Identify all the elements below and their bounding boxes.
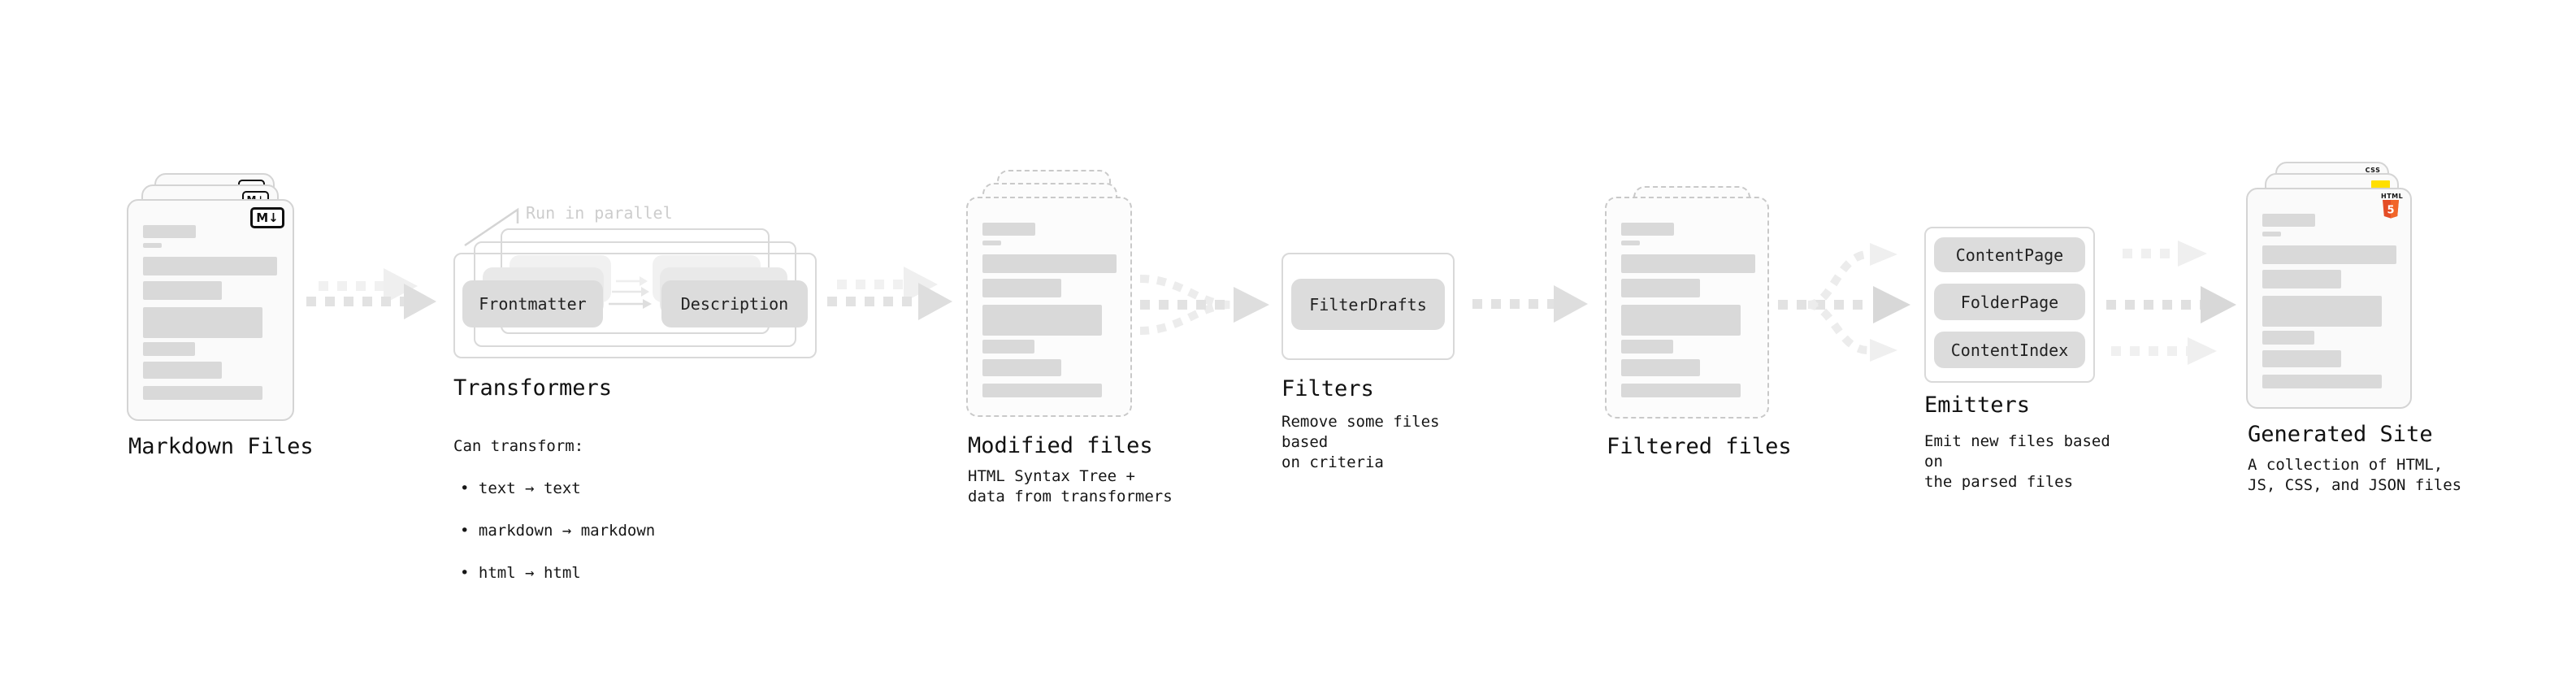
text-line-placeholder	[143, 257, 277, 275]
desc-bullet: • html → html	[460, 564, 581, 582]
modified-file-card-front	[966, 197, 1132, 417]
desc-bullet: • markdown → markdown	[460, 522, 656, 540]
text-line-placeholder	[982, 359, 1061, 376]
text-placeholder-lines	[2248, 214, 2410, 388]
emitters-description: Emit new files based on the parsed files	[1924, 432, 2110, 491]
generated-file-card-front: HTML 5	[2246, 188, 2412, 409]
text-placeholder-lines	[968, 223, 1130, 397]
folderpage-pill: FolderPage	[1934, 284, 2085, 320]
filters-heading: Filters	[1281, 376, 1374, 401]
text-line-placeholder	[2262, 270, 2341, 288]
text-line-placeholder	[2262, 245, 2396, 264]
transformers-heading: Transformers	[453, 375, 613, 401]
text-line-placeholder	[1621, 384, 1741, 397]
text-placeholder-lines	[128, 225, 293, 400]
text-line-placeholder	[143, 225, 196, 238]
text-line-placeholder	[1621, 359, 1700, 376]
contentpage-pill: ContentPage	[1934, 237, 2085, 272]
annotation-leader-line	[464, 207, 519, 247]
desc-bullet: • text → text	[460, 479, 581, 497]
html5-logo-icon: HTML 5	[2381, 193, 2403, 223]
text-line-placeholder	[1621, 340, 1673, 354]
emitters-section: ContentPage FolderPage ContentIndex Emit…	[1924, 227, 2136, 491]
description-pill: Description	[661, 280, 808, 327]
text-line-placeholder	[2262, 296, 2382, 327]
desc-line: Can transform:	[453, 437, 584, 455]
text-placeholder-lines	[1607, 223, 1767, 397]
text-line-placeholder	[143, 386, 262, 400]
transformers-section: Run in parallel Frontmatter Description …	[453, 202, 835, 582]
converging-flow-arrow	[1139, 275, 1269, 335]
filtered-file-card-front	[1605, 197, 1769, 419]
text-line-placeholder	[143, 243, 162, 248]
emitters-heading: Emitters	[1924, 393, 2031, 418]
transformer-box-front	[453, 253, 817, 358]
text-line-placeholder	[1621, 279, 1700, 297]
flow-arrow	[306, 284, 436, 319]
flow-arrow	[2106, 286, 2236, 323]
text-line-placeholder	[143, 362, 222, 379]
filters-box	[1281, 253, 1455, 360]
modified-files-description: HTML Syntax Tree + data from transformer…	[968, 467, 1173, 505]
filters-section: FilterDrafts Filters Remove some files b…	[1281, 253, 1493, 471]
text-line-placeholder	[982, 223, 1035, 236]
transformers-description: Can transform: • text → text • markdown …	[453, 414, 655, 605]
modified-files-heading: Modified files	[968, 433, 1153, 458]
text-line-placeholder	[2262, 375, 2382, 388]
text-line-placeholder	[982, 340, 1034, 354]
text-line-placeholder	[1621, 254, 1755, 273]
text-line-placeholder	[1621, 223, 1674, 236]
generated-site-heading: Generated Site	[2248, 422, 2433, 447]
svg-text:5: 5	[2387, 205, 2394, 217]
text-line-placeholder	[982, 305, 1102, 336]
flow-arrow-light	[2123, 241, 2207, 267]
frontmatter-pill: Frontmatter	[462, 280, 603, 327]
filterdrafts-pill: FilterDrafts	[1291, 279, 1445, 330]
generated-site-description: A collection of HTML, JS, CSS, and JSON …	[2248, 456, 2462, 494]
text-line-placeholder	[2262, 350, 2341, 367]
flow-arrow-light	[2111, 337, 2217, 365]
contentindex-pill: ContentIndex	[1934, 332, 2085, 368]
markdown-file-card-front: M↓	[127, 199, 294, 421]
run-in-parallel-label: Run in parallel	[526, 203, 673, 223]
javascript-logo-icon	[2371, 180, 2390, 189]
markdown-icon: M↓	[250, 207, 284, 228]
text-line-placeholder	[982, 384, 1102, 397]
text-line-placeholder	[2262, 214, 2315, 227]
filters-description: Remove some files based on criteria	[1281, 413, 1440, 471]
text-line-placeholder	[2262, 331, 2314, 345]
text-line-placeholder	[2262, 232, 2281, 236]
text-line-placeholder	[143, 281, 222, 300]
filtered-files-heading: Filtered files	[1607, 434, 1792, 459]
text-line-placeholder	[982, 254, 1117, 273]
emitters-box	[1924, 227, 2095, 383]
text-line-placeholder	[1621, 241, 1640, 245]
diverging-flow-arrow	[1778, 243, 1910, 362]
text-line-placeholder	[143, 342, 195, 356]
markdown-files-heading: Markdown Files	[128, 434, 314, 459]
text-line-placeholder	[982, 241, 1001, 245]
flow-arrow	[1472, 285, 1588, 323]
parallel-arrows-icon	[609, 276, 652, 309]
text-line-placeholder	[982, 279, 1061, 297]
text-line-placeholder	[1621, 305, 1741, 336]
flow-arrow	[827, 283, 952, 320]
text-line-placeholder	[143, 307, 262, 338]
